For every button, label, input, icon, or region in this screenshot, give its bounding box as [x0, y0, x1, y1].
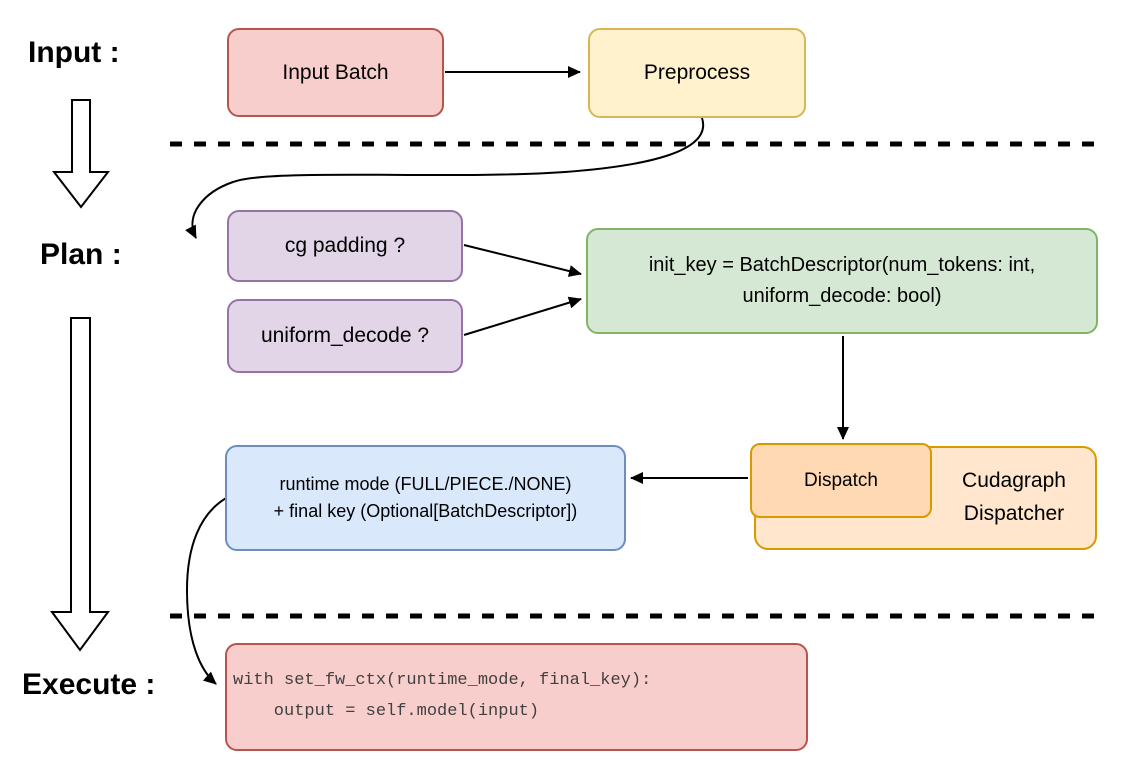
node-preprocess: Preprocess — [588, 28, 806, 118]
node-init-key: init_key = BatchDescriptor(num_tokens: i… — [586, 228, 1098, 334]
section-label-input: Input : — [28, 36, 120, 69]
arrow-runtime-mode-to-execute-code — [185, 496, 229, 685]
node-cg-padding: cg padding ? — [227, 210, 463, 282]
node-dispatch: Dispatch — [750, 443, 932, 518]
node-execute-code: with set_fw_ctx(runtime_mode, final_key)… — [225, 643, 808, 751]
arrow-uniform-decode-to-init-key — [463, 296, 582, 336]
node-uniform-decode: uniform_decode ? — [227, 299, 463, 373]
arrow-cg-padding-to-init-key — [463, 244, 582, 277]
cudagraph-dispatcher-label: Cudagraph Dispatcher — [962, 469, 1066, 525]
node-runtime-mode: runtime mode (FULL/PIECE./NONE) + final … — [225, 445, 626, 551]
node-input-batch: Input Batch — [227, 28, 444, 117]
section-label-plan: Plan : — [40, 238, 122, 271]
section-label-execute: Execute : — [22, 668, 156, 701]
arrow-preprocess-to-cg-padding — [185, 117, 705, 239]
down-arrow-input-icon — [51, 99, 111, 209]
down-arrow-plan-icon — [50, 317, 110, 652]
